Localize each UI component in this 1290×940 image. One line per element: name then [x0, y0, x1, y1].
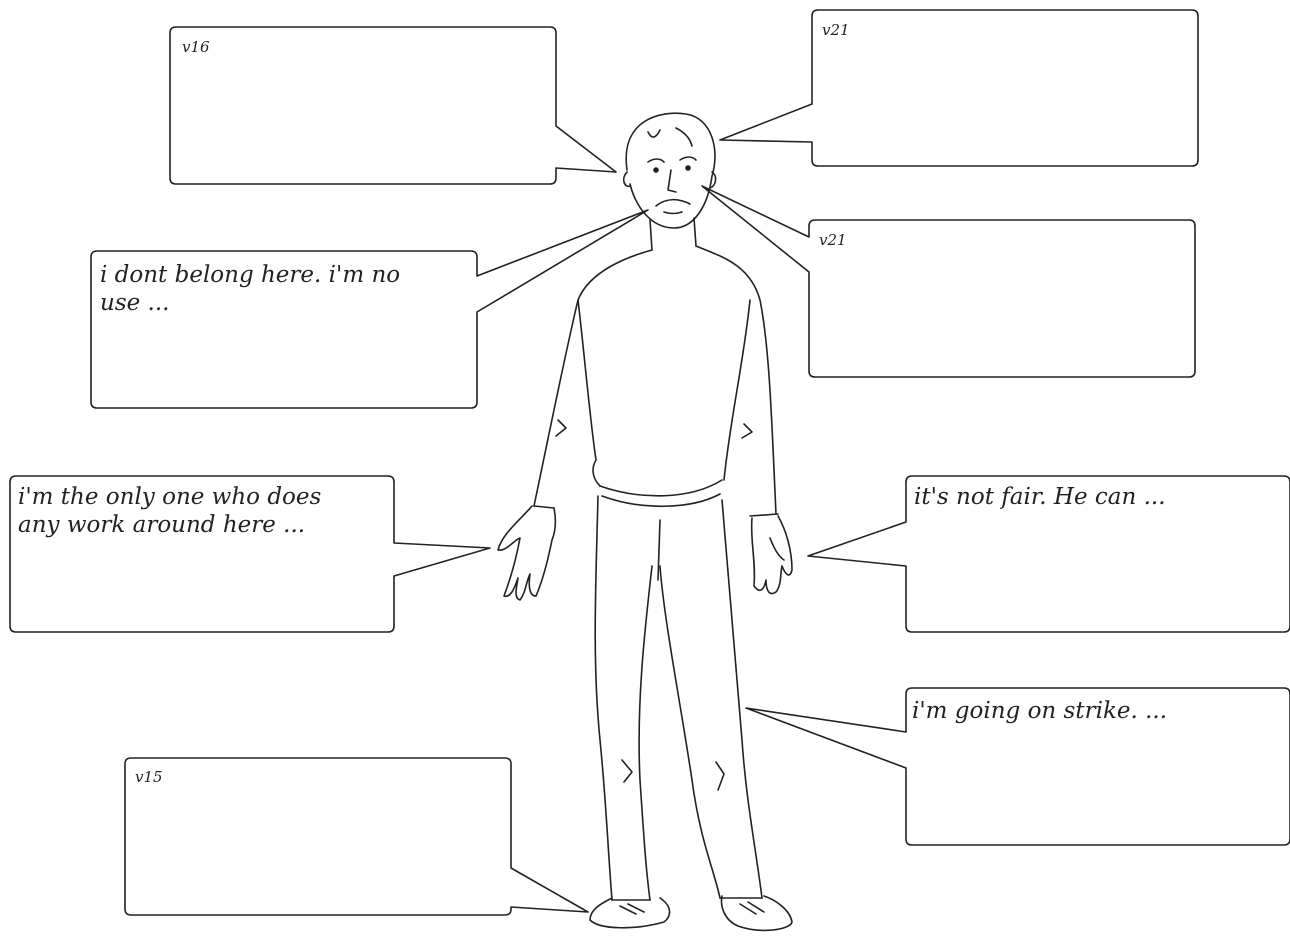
- bubble-text-hand-left: i'm the only one who does any work aroun…: [18, 483, 388, 539]
- bubble-label-head-left: v16: [182, 38, 210, 56]
- bubble-label-foot-left: v15: [135, 768, 163, 786]
- standing-man-icon: [498, 113, 792, 930]
- speech-bubble-foot-left: [125, 758, 588, 915]
- bubble-label-head-right: v21: [822, 21, 850, 39]
- bubble-label-face-right: v21: [819, 231, 847, 249]
- speech-bubble-head-left: [170, 27, 616, 184]
- speech-bubble-head-right: [720, 10, 1198, 166]
- bubble-text-leg-right: i'm going on strike. ...: [912, 697, 1282, 725]
- bubble-text-mouth-left: i dont belong here. i'm no use ...: [100, 261, 470, 317]
- bubble-text-hand-right: it's not fair. He can ...: [914, 483, 1282, 511]
- speech-bubble-face-right: [702, 186, 1195, 377]
